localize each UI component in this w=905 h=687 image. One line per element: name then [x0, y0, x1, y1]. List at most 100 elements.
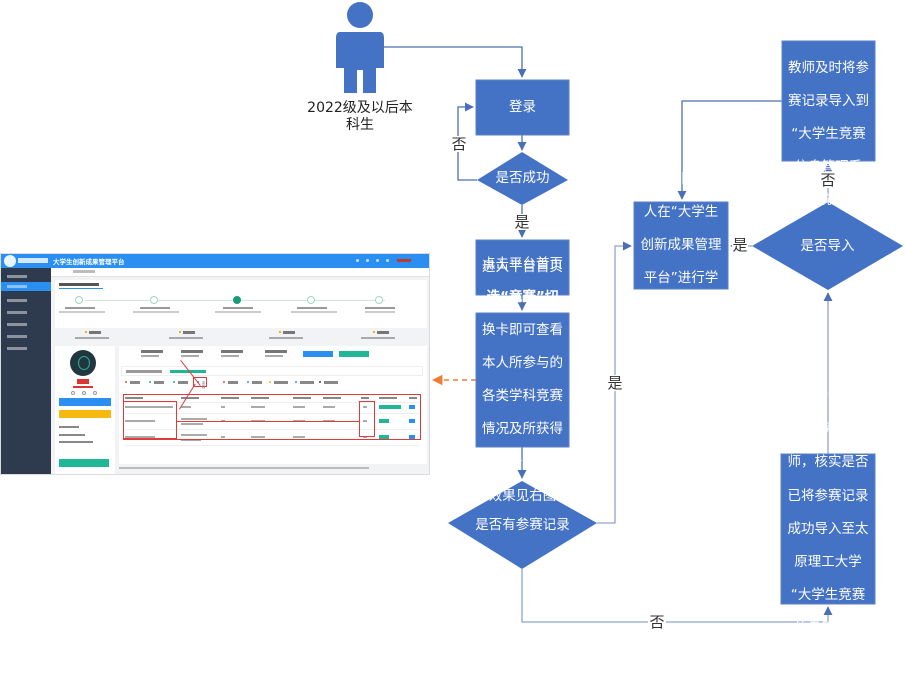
node-view-competition [475, 312, 570, 448]
highlight-competition-tab [193, 377, 207, 387]
app-sidebar [1, 268, 51, 474]
edge-label-record-no: 否 [648, 613, 666, 631]
text-line: 各类学科竞赛 [482, 388, 563, 405]
text-line: 效果见右图 [488, 487, 557, 504]
edge-label-imported-yes: 是 [732, 236, 748, 254]
edge-label-imported-no: 否 [819, 171, 837, 189]
sidebar-item [1, 272, 51, 281]
profile-card [55, 346, 115, 474]
university-name [18, 258, 48, 263]
profile-button-blue[interactable] [59, 398, 111, 406]
sidebar-item [1, 344, 51, 353]
highlight-competition-names [123, 401, 177, 439]
text-line: 平台”进行学 [643, 270, 719, 287]
text-line: 联系团队负责 [640, 170, 722, 187]
node-login [475, 79, 570, 136]
sidebar-item [1, 320, 51, 329]
edge-label-login-ok: 是 [513, 213, 531, 231]
node-imported-text: 是否导入 [800, 237, 855, 254]
tab[interactable] [126, 370, 162, 373]
actor-label-line2: 科生 [346, 117, 374, 133]
person-icon [336, 2, 384, 93]
step-indicator [150, 296, 158, 304]
profile-button-yellow[interactable] [59, 410, 111, 418]
node-login-success-text: 是否成功 [495, 170, 550, 186]
node-contact-leader [633, 201, 729, 290]
profile-icon [71, 391, 75, 395]
text-line: 已将参赛记录 [787, 487, 869, 504]
text-line: 师，核实是否 [787, 454, 869, 471]
highlight-credits-column [359, 401, 375, 437]
step-indicator [75, 296, 83, 304]
text-line: 情况及所获得 [482, 421, 563, 438]
sidebar-item [1, 332, 51, 341]
text-line: 人在“大学生 [643, 204, 719, 221]
progress-panel [55, 280, 427, 328]
text-line: 联系所参与竞 [787, 387, 869, 404]
edge-teacher-to-leader [677, 100, 782, 200]
node-enter-home [475, 239, 570, 296]
text-line: 信息管理系 [794, 159, 863, 176]
text-line: 点击平台首页 [482, 255, 563, 272]
edge-record-no [521, 569, 833, 623]
text-line: “大学生竞赛 [791, 125, 866, 142]
node-view-competition-text: 点击平台首页 选“竞赛”切 换卡即可查看 本人所参与的 各类学科竞赛 情况及所获… [476, 256, 569, 504]
action-button-blue[interactable] [303, 351, 333, 357]
text-line: 成功导入至太 [787, 520, 869, 537]
node-contact-teacher-verify-text: 联系所参与竞 赛的负责教 师，核实是否 已将参赛记录 成功导入至太 原理工大学 … [781, 388, 875, 670]
actor-label-line1: 2022级及以后本 [307, 100, 413, 116]
tab-competition-label: 竞赛 [202, 381, 206, 389]
competition-content: 竞赛 [119, 346, 427, 464]
step-indicator-current [233, 296, 241, 304]
node-login-success [477, 152, 568, 205]
text-line: 统” [818, 192, 839, 209]
node-enter-home-text: 进入平台首页 [482, 259, 563, 275]
step-indicator [307, 296, 315, 304]
node-login-text: 登录 [509, 99, 536, 115]
header-icon [376, 259, 379, 262]
text-line: 的学分，具体 [482, 454, 563, 471]
text-line: 信息管理系 [794, 620, 862, 637]
text-line: 统” [817, 653, 839, 670]
edge-label-record-yes: 是 [606, 374, 624, 392]
stats-row [55, 330, 427, 344]
section-title [59, 283, 99, 286]
text-line: 换卡即可查看 [482, 321, 563, 338]
step-indicator [375, 296, 383, 304]
text-line: 联系本人所参 [788, 0, 869, 10]
profile-button-green[interactable] [59, 459, 109, 467]
text-line: 分分配及确认 [640, 303, 722, 320]
app-footer [119, 467, 369, 469]
connector-line [177, 421, 359, 422]
university-logo-icon [4, 255, 16, 267]
avatar [70, 350, 96, 376]
header-icon [366, 259, 369, 262]
node-has-record-text: 是否有参赛记录 [475, 516, 570, 533]
app-title: 大学生创新成果管理平台 [53, 258, 125, 266]
view-tabs [121, 366, 423, 376]
profile-icon [93, 391, 97, 395]
node-imported [752, 202, 903, 290]
node-contact-teacher-import [781, 40, 876, 162]
text-line: 原理工大学 [794, 553, 862, 570]
text-line: 赛的负责教 [794, 421, 862, 438]
edge-actor-to-login [384, 46, 527, 78]
embedded-platform-screenshot: 大学生创新成果管理平台 [0, 253, 430, 475]
sidebar-item [1, 308, 51, 317]
app-header: 大学生创新成果管理平台 [1, 254, 429, 268]
sidebar-item-active [1, 282, 51, 291]
sidebar-item [1, 296, 51, 305]
text-line: 本人所参与的 [482, 355, 563, 372]
user-badge [397, 259, 411, 262]
action-button-green[interactable] [339, 351, 369, 357]
text-line: 与竞赛的负责 [788, 26, 869, 43]
text-line: 选“竞赛”切 [486, 288, 559, 305]
text-line: “大学生竞赛 [790, 587, 866, 604]
header-icon [356, 259, 359, 262]
text-line: 教师及时将参 [788, 59, 869, 76]
edge-label-login-fail: 否 [450, 135, 468, 153]
header-icon [386, 259, 389, 262]
breadcrumb [51, 268, 429, 277]
text-line: 赛记录导入到 [788, 92, 869, 109]
profile-icon [82, 391, 86, 395]
